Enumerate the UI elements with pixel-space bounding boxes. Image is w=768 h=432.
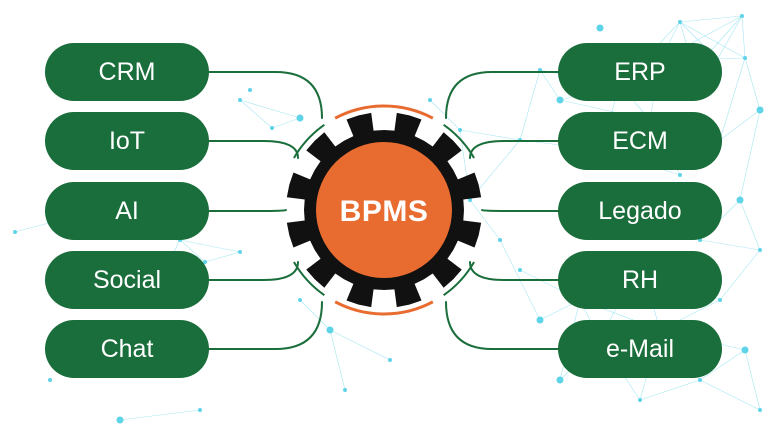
node-label: ERP (614, 57, 666, 86)
node-chat: Chat (45, 320, 209, 378)
node-crm: CRM (45, 43, 209, 101)
node-label: ECM (612, 126, 668, 155)
node-label: e-Mail (605, 334, 675, 363)
node-legado: Legado (558, 182, 722, 240)
node-email: e-Mail (558, 320, 722, 378)
node-social: Social (45, 251, 209, 309)
node-ecm: ECM (558, 112, 722, 170)
node-label: CRM (98, 57, 156, 86)
node-label: Chat (100, 334, 154, 363)
node-iot: IoT (45, 112, 209, 170)
node-label: Legado (598, 196, 682, 225)
node-rh: RH (558, 251, 722, 309)
node-label: RH (621, 265, 659, 294)
node-label: IoT (108, 126, 146, 155)
node-label: AI (115, 196, 139, 225)
core-label: BPMS (339, 195, 429, 228)
node-erp: ERP (558, 43, 722, 101)
node-label: Social (92, 265, 162, 294)
node-ai: AI (45, 182, 209, 240)
